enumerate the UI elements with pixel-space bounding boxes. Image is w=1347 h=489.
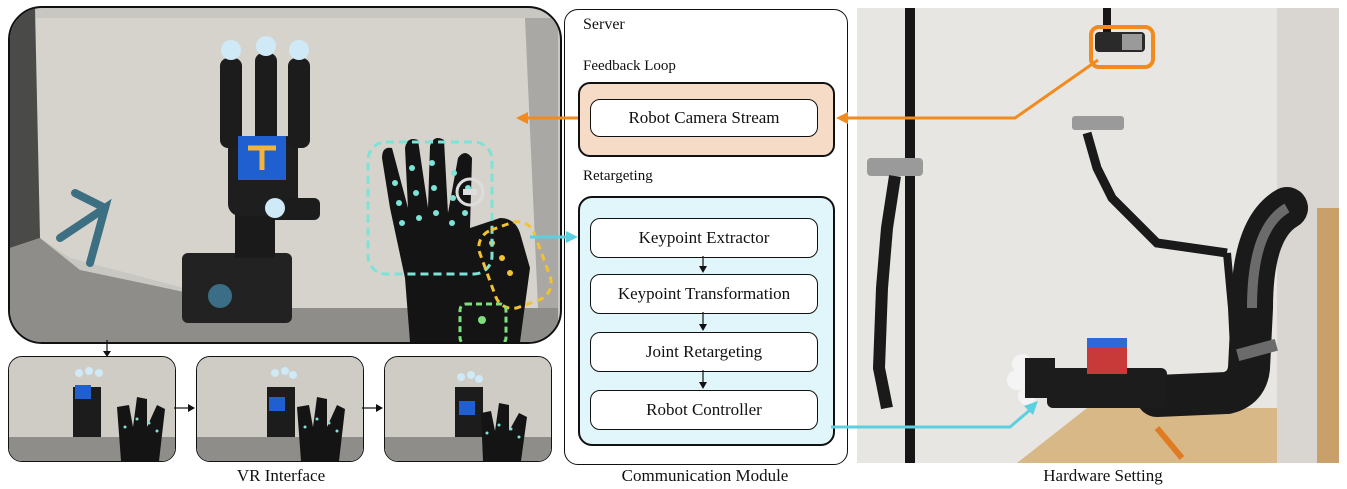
retarget-arrow-to-robot — [831, 408, 1031, 429]
step-keypoint-extractor: Keypoint Extractor — [590, 218, 818, 258]
thumb-arrow-2 — [362, 404, 383, 412]
robot-camera-stream: Robot Camera Stream — [590, 99, 818, 137]
vr-scene — [10, 8, 558, 342]
step-keypoint-transformation: Keypoint Transformation — [590, 274, 818, 314]
vr-thumbnail-2 — [196, 356, 364, 462]
retarget-arrow-head-2 — [1024, 401, 1038, 415]
server-caption: Communication Module — [621, 466, 789, 485]
step-joint-retargeting: Joint Retargeting — [590, 332, 818, 372]
thumb-arrow-1 — [174, 404, 195, 412]
feedback-arrow-head-2 — [516, 112, 528, 124]
step-robot-controller: Robot Controller — [590, 390, 818, 430]
hardware-caption: Hardware Setting — [1043, 466, 1163, 485]
server-title: Server — [583, 16, 625, 33]
hardware-photo — [857, 8, 1339, 463]
vr-thumbnail-3 — [384, 356, 552, 462]
step-arrow-3 — [699, 370, 707, 389]
vr-thumbnail-1 — [8, 356, 176, 462]
step-arrow-2 — [699, 312, 707, 331]
feedback-loop-label: Feedback Loop — [583, 58, 676, 74]
retarget-arrow-head-1 — [566, 231, 578, 243]
feedback-arrow-from-camera — [845, 58, 1099, 120]
top-camera-highlight — [1089, 25, 1155, 69]
vr-down-arrow — [103, 340, 111, 357]
retargeting-label: Retargeting — [583, 168, 653, 184]
vr-main-view — [8, 6, 562, 344]
feedback-arrow-head-1 — [836, 112, 848, 124]
vr-caption: VR Interface — [236, 466, 326, 485]
step-arrow-1 — [699, 256, 707, 273]
